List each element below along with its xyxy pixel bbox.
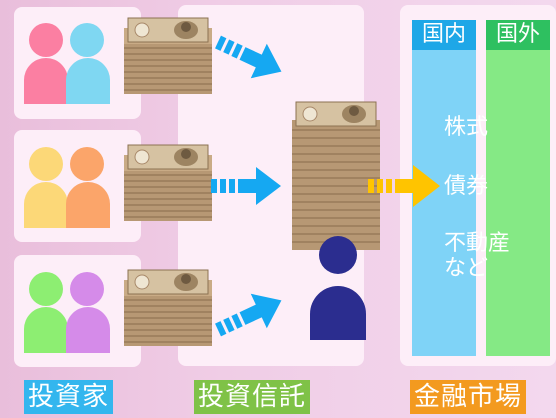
market-item-real-estate-1: 不動産 — [444, 231, 511, 256]
investor-person-pair-3 — [24, 272, 110, 353]
money-stack-pooled — [291, 101, 381, 251]
market-item-real-estate-2: など — [444, 256, 489, 281]
fund-manager-icon — [310, 236, 366, 340]
domestic-tag: 国内 — [412, 20, 476, 50]
foreign-column — [486, 22, 550, 356]
market-label: 金融市場 — [410, 380, 527, 414]
investor-label: 投資家 — [24, 380, 114, 414]
arrow-investor-2-to-trust — [211, 167, 281, 205]
foreign-tag: 国外 — [486, 20, 550, 50]
market-item-stocks: 株式 — [444, 115, 489, 140]
arrow-investor-1-to-trust — [215, 35, 282, 79]
trust-label: 投資信託 — [194, 380, 311, 414]
arrow-investor-3-to-trust — [215, 293, 282, 337]
market-item-bonds: 債券 — [444, 174, 489, 199]
investor-person-pair-2 — [24, 147, 110, 228]
investor-person-pair-1 — [24, 23, 110, 104]
arrow-trust-to-market — [368, 165, 440, 207]
money-stack-2 — [123, 144, 213, 222]
money-stack-3 — [123, 269, 213, 347]
money-stack-1 — [123, 17, 213, 95]
